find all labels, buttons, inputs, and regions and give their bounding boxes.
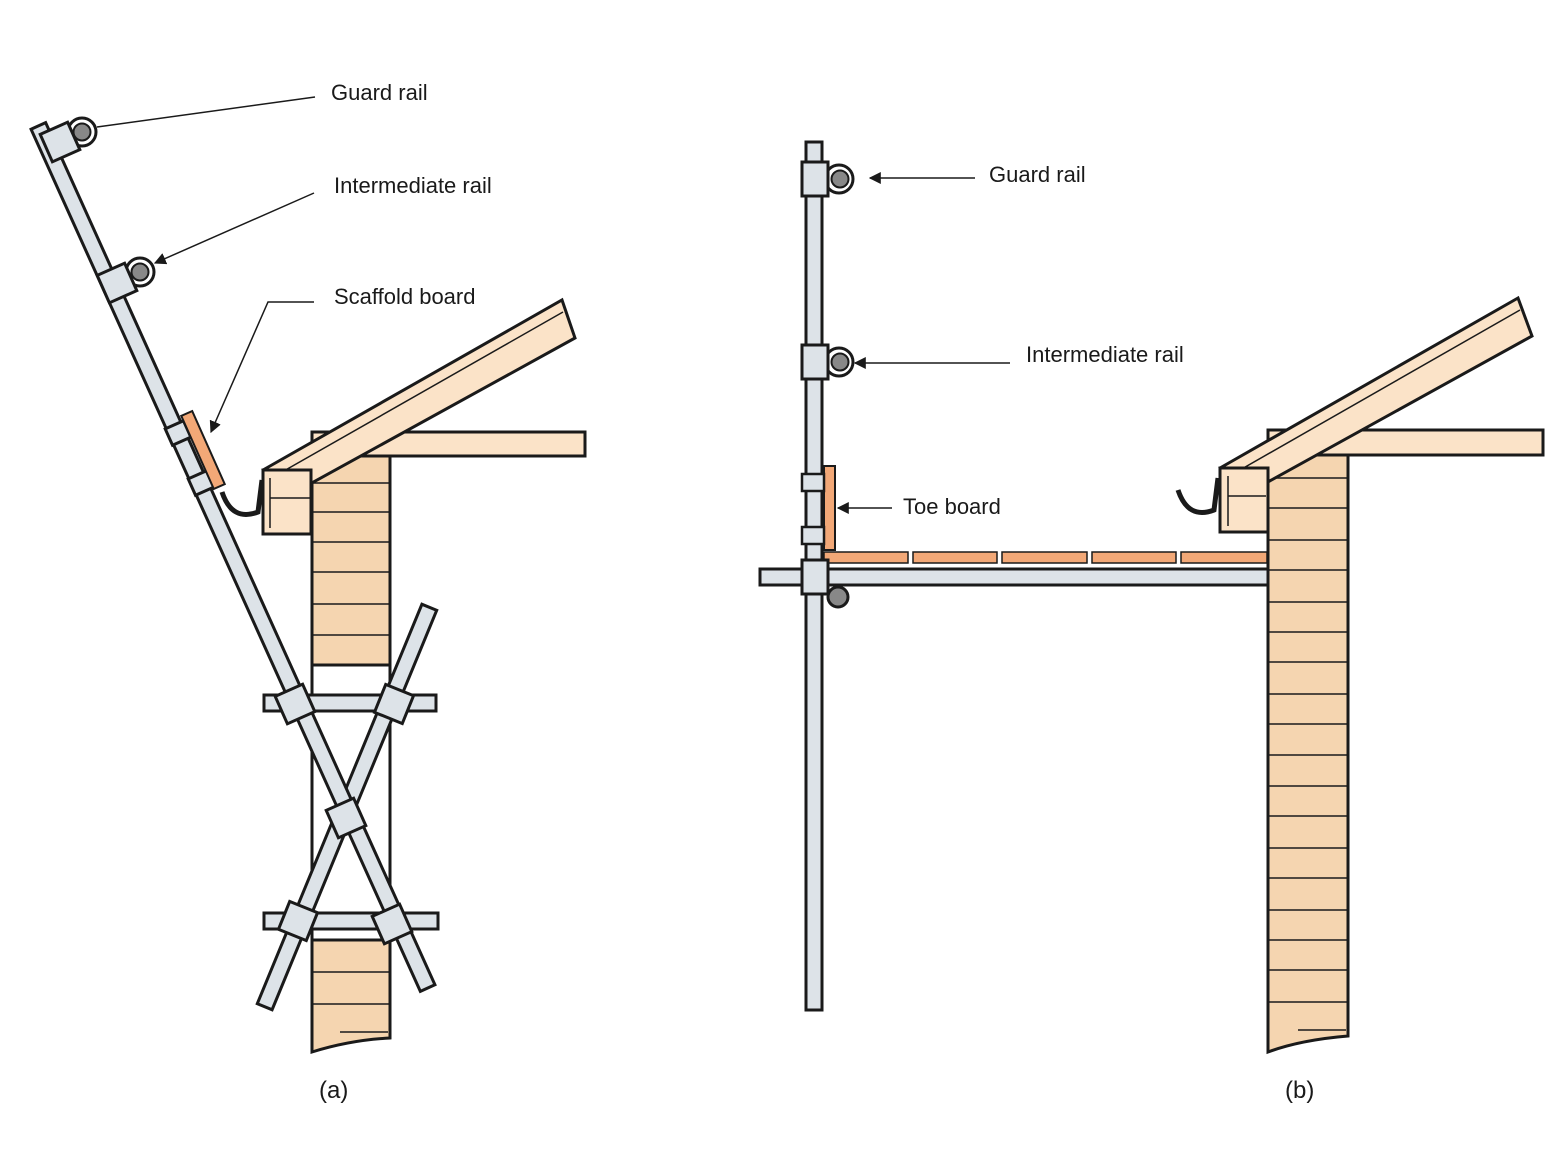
scaffold-board-a-leader [209, 301, 314, 434]
coupler-a-3 [324, 796, 368, 840]
scaffold-board-a-label: Scaffold board [334, 284, 476, 309]
toe-board-clamp-b-1 [800, 472, 826, 493]
diagram-a [29, 96, 587, 1055]
caption-b: (b) [1285, 1077, 1315, 1104]
coupler-a-1 [273, 682, 317, 726]
guard-rail-a-label: Guard rail [331, 80, 428, 105]
coupler-a-5 [370, 902, 414, 946]
gutter-a [219, 479, 265, 517]
gutter-b [1175, 477, 1221, 515]
toe-board-b [823, 465, 836, 551]
transom-coupler-b [800, 558, 850, 609]
toe-board-b-label: Toe board [903, 494, 1001, 519]
inclined-standard-a [29, 120, 437, 994]
brick-wall-b [1266, 453, 1350, 1055]
brick-wall-a [310, 453, 392, 1055]
guard-rail-a [38, 116, 98, 164]
intermediate-rail-b-label: Intermediate rail [1026, 342, 1184, 367]
scaffold-board-a [179, 409, 227, 491]
guard-rail-a-leader [96, 96, 316, 128]
coupler-a-2 [372, 682, 416, 726]
caption-a: (a) [319, 1077, 349, 1104]
diagram-b [758, 140, 1545, 1055]
coupler-a-4 [276, 899, 320, 943]
intermediate-rail-a-label: Intermediate rail [334, 173, 492, 198]
guard-rail-b-label: Guard rail [989, 162, 1086, 187]
guard-rail-b [800, 160, 855, 198]
intermediate-rail-a-leader [153, 192, 315, 265]
roof-a [219, 297, 587, 536]
transom-b [758, 567, 1270, 587]
intermediate-rail-a [95, 256, 156, 305]
intermediate-rail-b [800, 343, 855, 381]
toe-board-clamp-b-2 [800, 525, 826, 546]
platform-boards-b [823, 551, 1268, 564]
roof-b [1175, 295, 1545, 534]
